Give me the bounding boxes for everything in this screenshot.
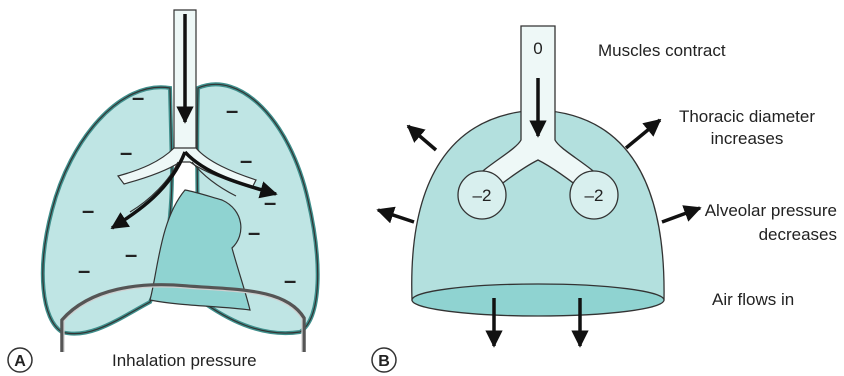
arrow-expand-right <box>662 208 700 222</box>
badge-b: B <box>378 353 390 370</box>
minus-sign: – <box>82 198 94 223</box>
minus-sign: – <box>132 85 144 110</box>
minus-sign: – <box>240 148 252 173</box>
minus-sign: – <box>264 190 276 215</box>
trachea-pressure: 0 <box>533 39 542 58</box>
dome-base <box>412 284 664 316</box>
label-air-flows-in: Air flows in <box>712 290 794 309</box>
minus-sign: – <box>78 258 90 283</box>
panel-a: – – – – – – – – – – A Inhalation pressur… <box>8 10 318 372</box>
label-muscles-contract: Muscles contract <box>598 41 726 60</box>
alveolus-right-pressure: –2 <box>585 186 604 205</box>
arrow-expand-upper-right <box>626 120 660 148</box>
label-alveolar-line2: decreases <box>759 225 837 244</box>
minus-sign: – <box>120 140 132 165</box>
minus-sign: – <box>226 98 238 123</box>
arrow-expand-upper-left <box>408 126 436 150</box>
arrow-expand-left <box>378 210 414 222</box>
caption-a: Inhalation pressure <box>112 351 257 370</box>
panel-b: –2 –2 0 Muscles contract Thoracic diamet… <box>372 26 837 372</box>
badge-a: A <box>14 353 26 370</box>
alveolus-left-pressure: –2 <box>473 186 492 205</box>
label-thoracic-line2: increases <box>711 129 784 148</box>
label-alveolar-line1: Alveolar pressure <box>705 201 837 220</box>
minus-sign: – <box>248 220 260 245</box>
minus-sign: – <box>284 268 296 293</box>
minus-sign: – <box>125 242 137 267</box>
label-thoracic-line1: Thoracic diameter <box>679 107 815 126</box>
